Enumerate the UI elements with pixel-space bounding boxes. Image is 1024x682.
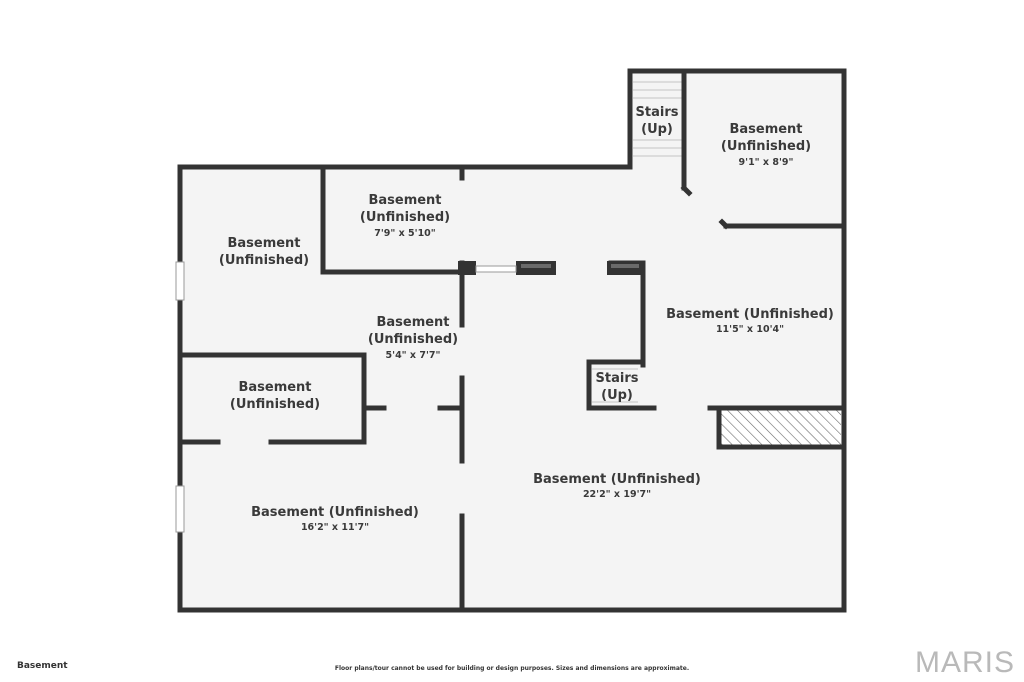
room-top-right-dims: 9'1" x 8'9" — [739, 157, 794, 168]
room-top-right-name-2: (Unfinished) — [721, 139, 811, 154]
room-bottom-left-dims: 16'2" x 11'7" — [301, 522, 369, 533]
room-bottom-right-name: Basement (Unfinished) — [533, 472, 701, 487]
wall-segments-opening — [458, 261, 643, 275]
room-top-left-name: Basement — [227, 236, 300, 251]
stairs-top-direction: (Up) — [641, 122, 673, 137]
stairs-middle-treads — [592, 368, 638, 403]
mechanical-hatched-area — [721, 409, 841, 447]
room-top-middle-name-2: (Unfinished) — [360, 210, 450, 225]
room-top-left-name-2: (Unfinished) — [219, 253, 309, 268]
room-right-name: Basement (Unfinished) — [666, 307, 834, 322]
window-left-upper — [175, 261, 185, 301]
window-left-lower — [175, 485, 185, 533]
room-top-right-name: Basement — [729, 122, 802, 137]
floor-label: Basement — [17, 661, 68, 671]
room-top-middle-name: Basement — [368, 193, 441, 208]
floor-area — [180, 71, 844, 610]
room-top-middle-dims: 7'9" x 5'10" — [374, 228, 436, 239]
room-bottom-right-dims: 22'2" x 19'7" — [583, 489, 651, 500]
stairs-top-label: Stairs — [636, 105, 679, 120]
disclaimer-text: Floor plans/tour cannot be used for buil… — [335, 665, 689, 672]
room-left-small-name: Basement — [238, 380, 311, 395]
room-center-dims: 5'4" x 7'7" — [386, 350, 441, 361]
stairs-middle-label: Stairs — [596, 371, 639, 386]
room-bottom-left-name: Basement (Unfinished) — [251, 505, 419, 520]
room-right-dims: 11'5" x 10'4" — [716, 324, 784, 335]
brand-logo: MARIS — [915, 646, 1015, 679]
room-center-name-2: (Unfinished) — [368, 332, 458, 347]
windows — [175, 261, 185, 533]
room-left-small-name-2: (Unfinished) — [230, 397, 320, 412]
room-center-name: Basement — [376, 315, 449, 330]
stairs-top-treads — [633, 81, 682, 157]
stairs-middle-direction: (Up) — [601, 388, 633, 403]
